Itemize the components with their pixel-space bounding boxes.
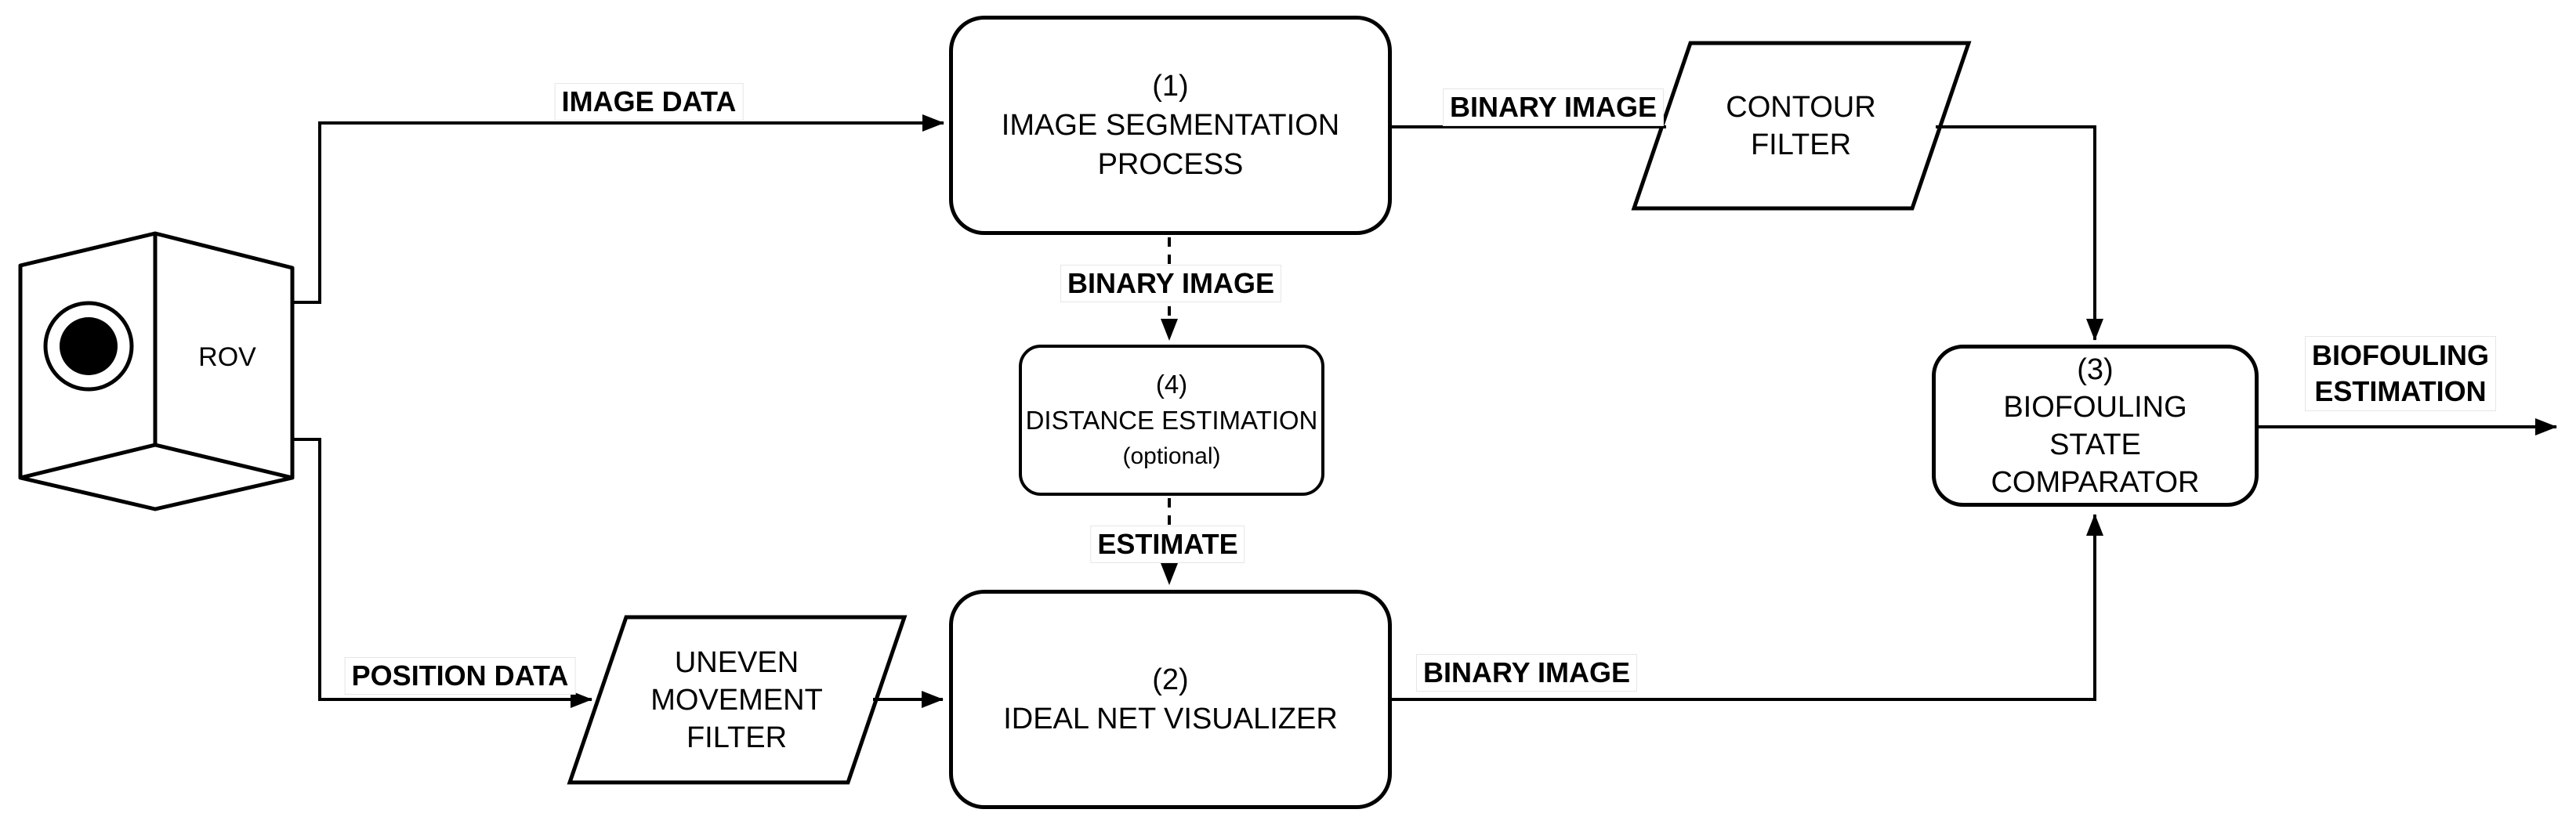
- node-uneven-movement-filter: UNEVEN MOVEMENT FILTER: [600, 617, 874, 782]
- node1-line2: PROCESS: [1097, 148, 1244, 181]
- node3-line3: COMPARATOR: [1991, 465, 2200, 499]
- node-image-segmentation-process: (1) IMAGE SEGMENTATION PROCESS: [949, 16, 1392, 235]
- uneven-movement-filter-shape: [567, 615, 908, 785]
- node2-line1: IDEAL NET VISUALIZER: [1003, 703, 1338, 735]
- uneven-filter-line2: MOVEMENT: [650, 683, 823, 717]
- node4-id: (4): [1155, 369, 1188, 399]
- edge-label-binary-image-middle: BINARY IMAGE: [1060, 265, 1282, 302]
- node3-line1: BIOFOULING: [2003, 390, 2187, 424]
- contour-filter-line1: CONTOUR: [1726, 90, 1876, 124]
- rov-node-label: ROV: [165, 337, 290, 378]
- node3-line2: STATE: [2049, 428, 2141, 461]
- contour-filter-shape: [1631, 41, 1972, 211]
- node-biofouling-state-comparator: (3) BIOFOULING STATE COMPARATOR: [1932, 345, 2259, 507]
- edge-label-biofouling-estimation: BIOFOULING ESTIMATION: [2305, 336, 2496, 411]
- node-ideal-net-visualizer: (2) IDEAL NET VISUALIZER: [949, 590, 1392, 809]
- edge-label-image-data: IMAGE DATA: [554, 83, 744, 121]
- node1-line1: IMAGE SEGMENTATION: [1001, 109, 1340, 142]
- edge-label-position-data: POSITION DATA: [344, 657, 576, 695]
- node4-note: (optional): [1122, 443, 1221, 469]
- node4-line1: DISTANCE ESTIMATION: [1025, 405, 1318, 435]
- rov-camera-pupil-icon: [60, 317, 118, 375]
- node3-id: (3): [2077, 352, 2114, 386]
- rov-cube-icon: [18, 231, 295, 511]
- contour-filter-line2: FILTER: [1750, 128, 1852, 161]
- rov-text: ROV: [198, 342, 256, 372]
- edge-label-binary-image-bottom: BINARY IMAGE: [1415, 654, 1638, 692]
- uneven-filter-line1: UNEVEN: [674, 645, 799, 679]
- node-distance-estimation: (4) DISTANCE ESTIMATION (optional): [1019, 345, 1324, 496]
- node1-id: (1): [1152, 70, 1189, 103]
- edge-contour-to-comparator: [1936, 125, 2103, 341]
- edge-label-binary-image-top: BINARY IMAGE: [1442, 89, 1665, 126]
- node2-id: (2): [1152, 663, 1189, 696]
- edge-rov-to-uneven-filter: [292, 438, 592, 708]
- uneven-filter-line3: FILTER: [686, 721, 788, 754]
- node-contour-filter: CONTOUR FILTER: [1664, 43, 1938, 208]
- biofouling-estimation-line2: ESTIMATION: [2314, 375, 2487, 407]
- edge-label-estimate: ESTIMATE: [1090, 526, 1245, 563]
- edge-visualizer-to-comparator: [1392, 514, 2103, 701]
- edge-rov-to-segmentation: [292, 114, 944, 304]
- biofouling-estimation-line1: BIOFOULING: [2312, 339, 2489, 371]
